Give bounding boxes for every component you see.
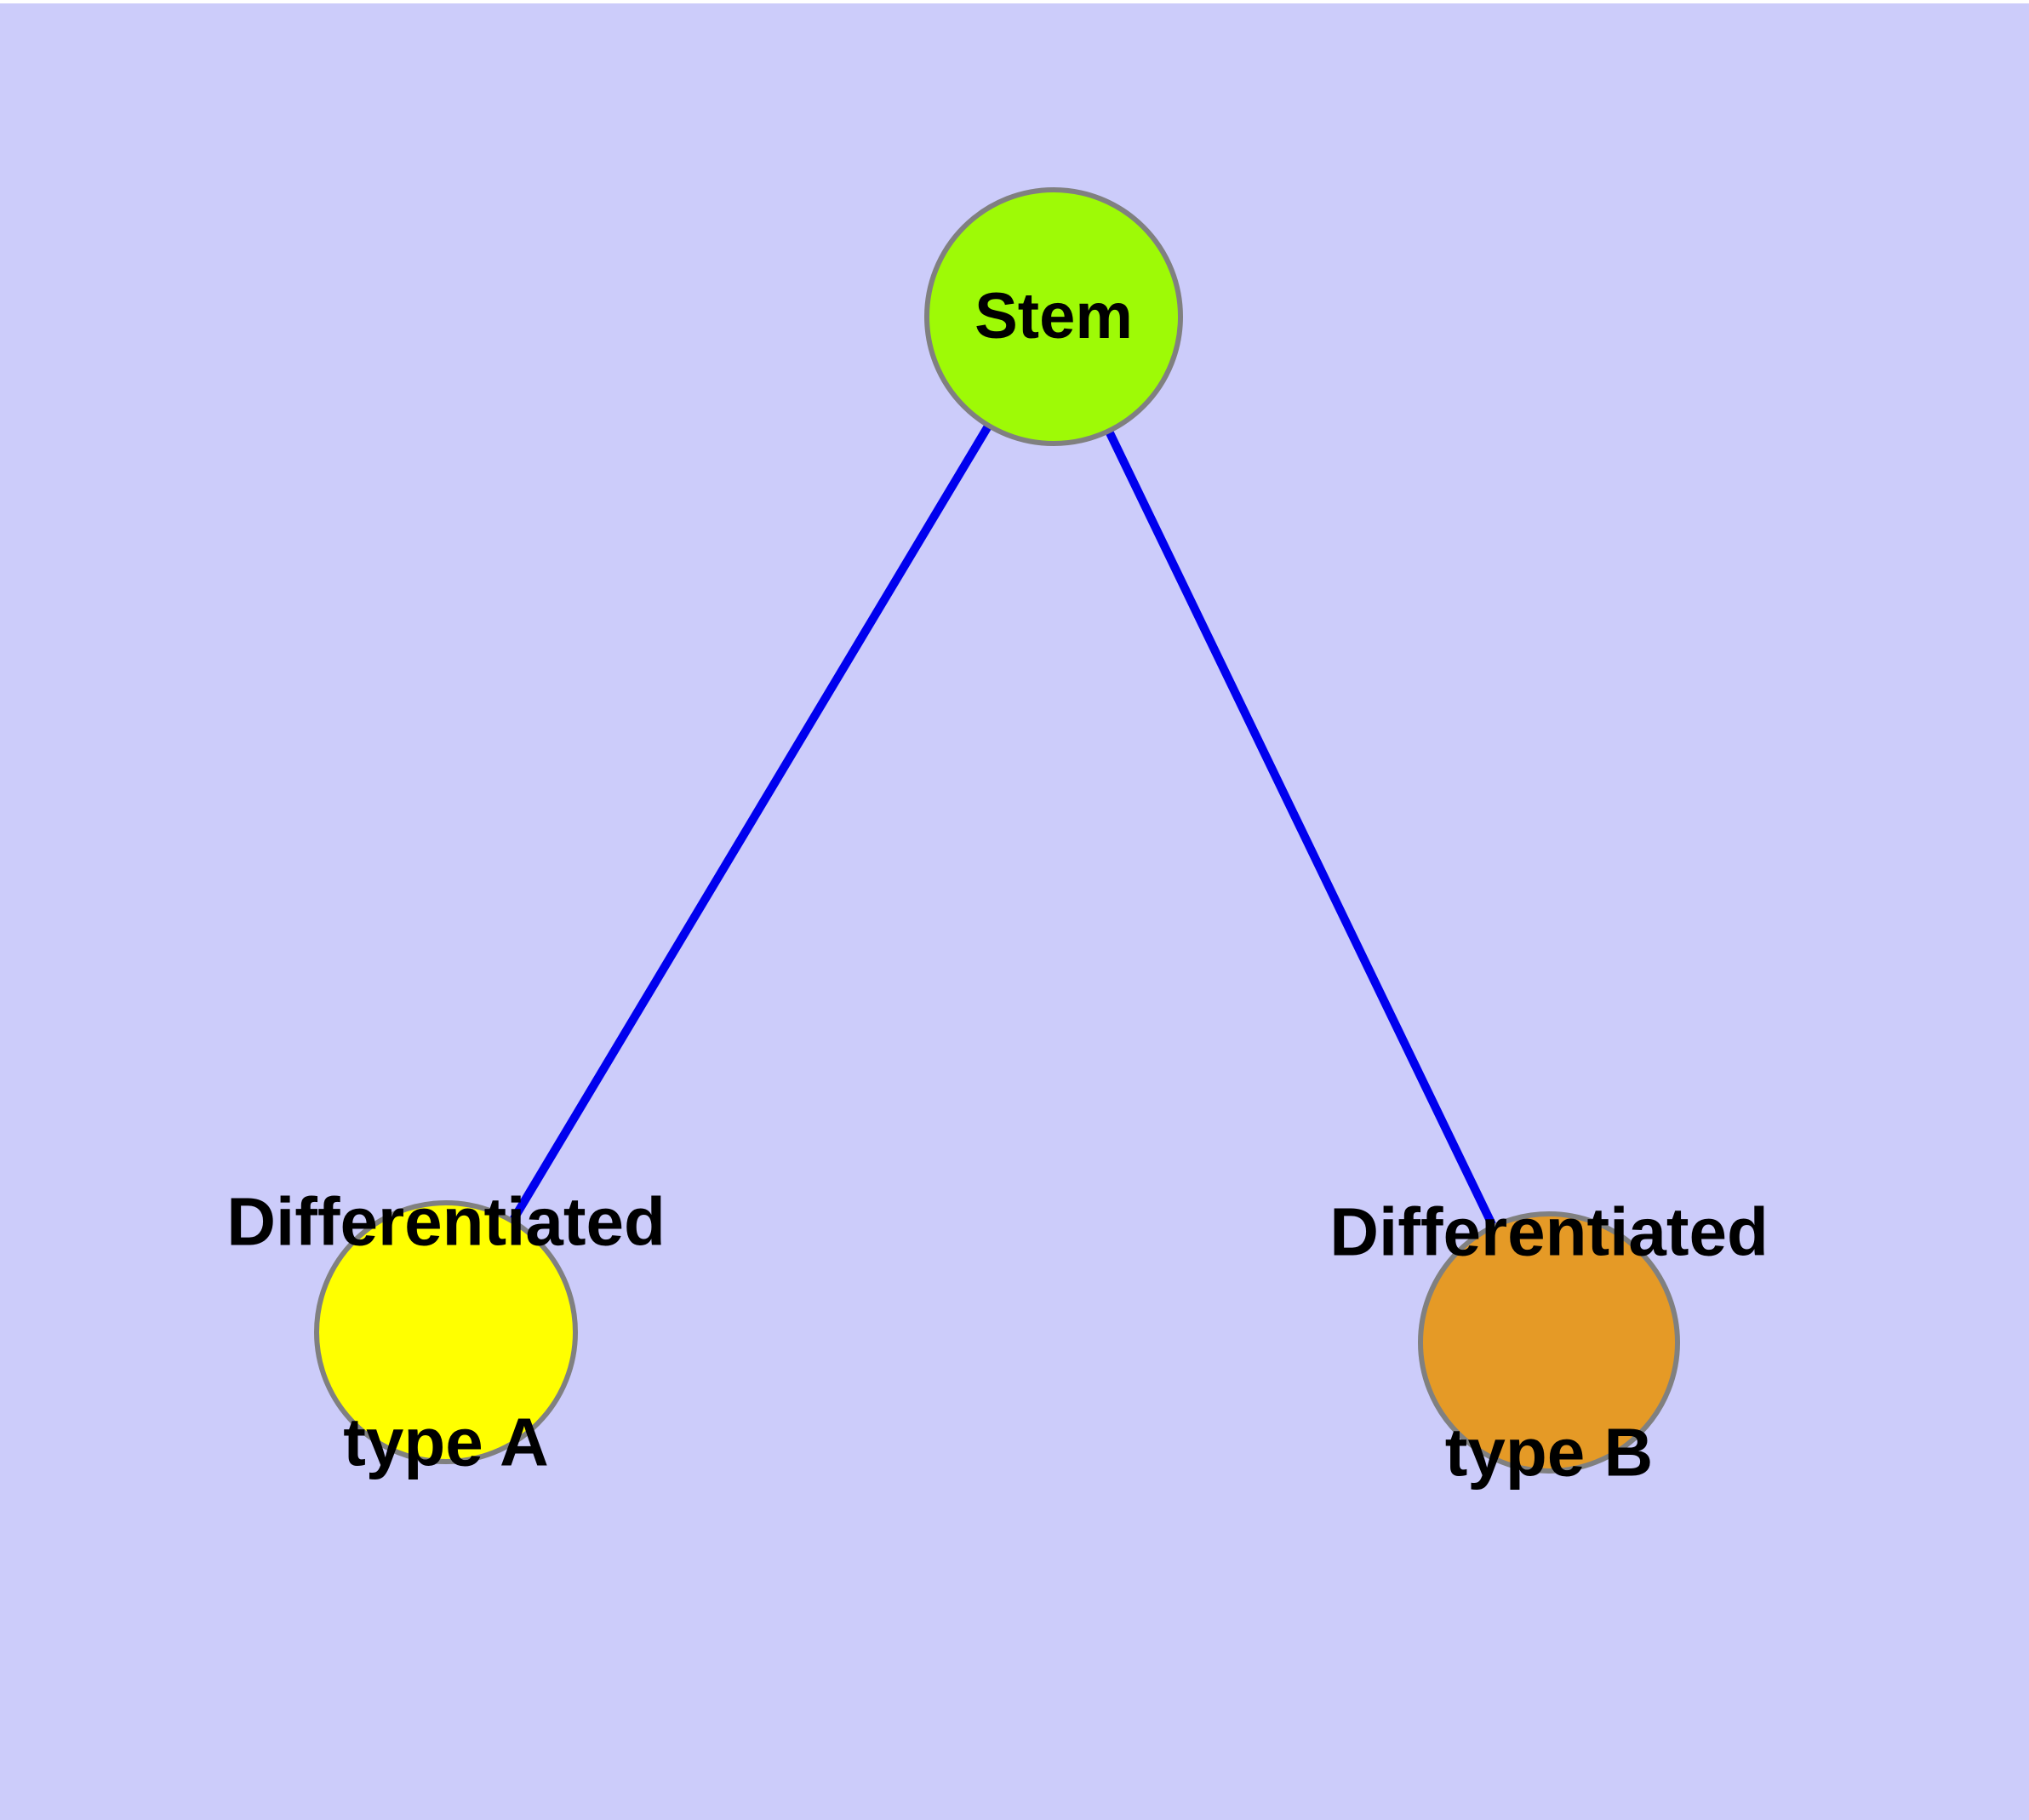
edge-stem-to-diff-b — [1049, 314, 1553, 1345]
node-stem-circle[interactable] — [924, 187, 1183, 446]
node-layer — [314, 187, 1680, 1474]
node-diff-a-circle[interactable] — [314, 1200, 578, 1464]
edge-stem-to-diff-a — [442, 314, 1058, 1335]
node-diff-b-circle[interactable] — [1418, 1211, 1680, 1474]
edge-layer — [442, 314, 1553, 1345]
